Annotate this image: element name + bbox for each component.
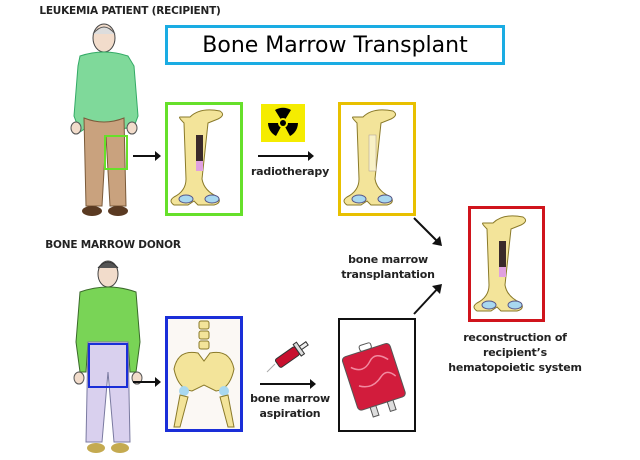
reconstruction-label-line2: hematopoietic system [448, 361, 582, 374]
radiotherapy-label: radiotherapy [250, 165, 330, 178]
syringe-icon [265, 338, 313, 374]
femur-irradiated-icon [343, 109, 397, 206]
donor-figure [72, 256, 144, 456]
transplantation-label: bone marrow transplantation [338, 252, 438, 282]
aspiration-label-line1: bone marrow [250, 392, 330, 405]
arrow-radiotherapy [258, 150, 314, 162]
recipient-figure [62, 18, 142, 223]
pelvis-icon [173, 320, 235, 428]
donor-pelvis-frame [165, 316, 243, 432]
aspiration-label: bone marrow aspiration [250, 391, 330, 421]
irradiated-bone-frame [338, 102, 416, 216]
title-box: Bone Marrow Transplant [165, 25, 505, 65]
reconstruction-label: reconstruction of recipient’s hematopoie… [430, 330, 600, 375]
recipient-thigh-highlight [104, 135, 128, 170]
arrow-donor-to-pelvis [133, 376, 161, 388]
arrow-aspiration [260, 378, 316, 390]
transplantation-label-line1: bone marrow [348, 253, 428, 266]
donor-pelvis-highlight [88, 343, 128, 388]
transplantation-label-line2: transplantation [341, 268, 435, 281]
reconstruction-label-line1: reconstruction of recipient’s [463, 331, 567, 359]
recipient-label: LEUKEMIA PATIENT (RECIPIENT) [39, 5, 221, 17]
femur-diseased-icon [170, 109, 224, 206]
arrow-transplant-paths [410, 210, 450, 320]
donor-label: BONE MARROW DONOR [45, 239, 181, 251]
aspiration-label-line2: aspiration [259, 407, 321, 420]
recipient-bone-frame [165, 102, 243, 216]
arrow-recipient-to-bone [133, 150, 161, 162]
blood-bag-frame [338, 318, 416, 432]
diagram-title: Bone Marrow Transplant [202, 32, 468, 58]
femur-reconstructed-icon [473, 215, 527, 312]
radiation-hazard-icon [261, 104, 305, 142]
reconstructed-bone-frame [468, 206, 545, 322]
blood-bag-icon [341, 342, 406, 418]
